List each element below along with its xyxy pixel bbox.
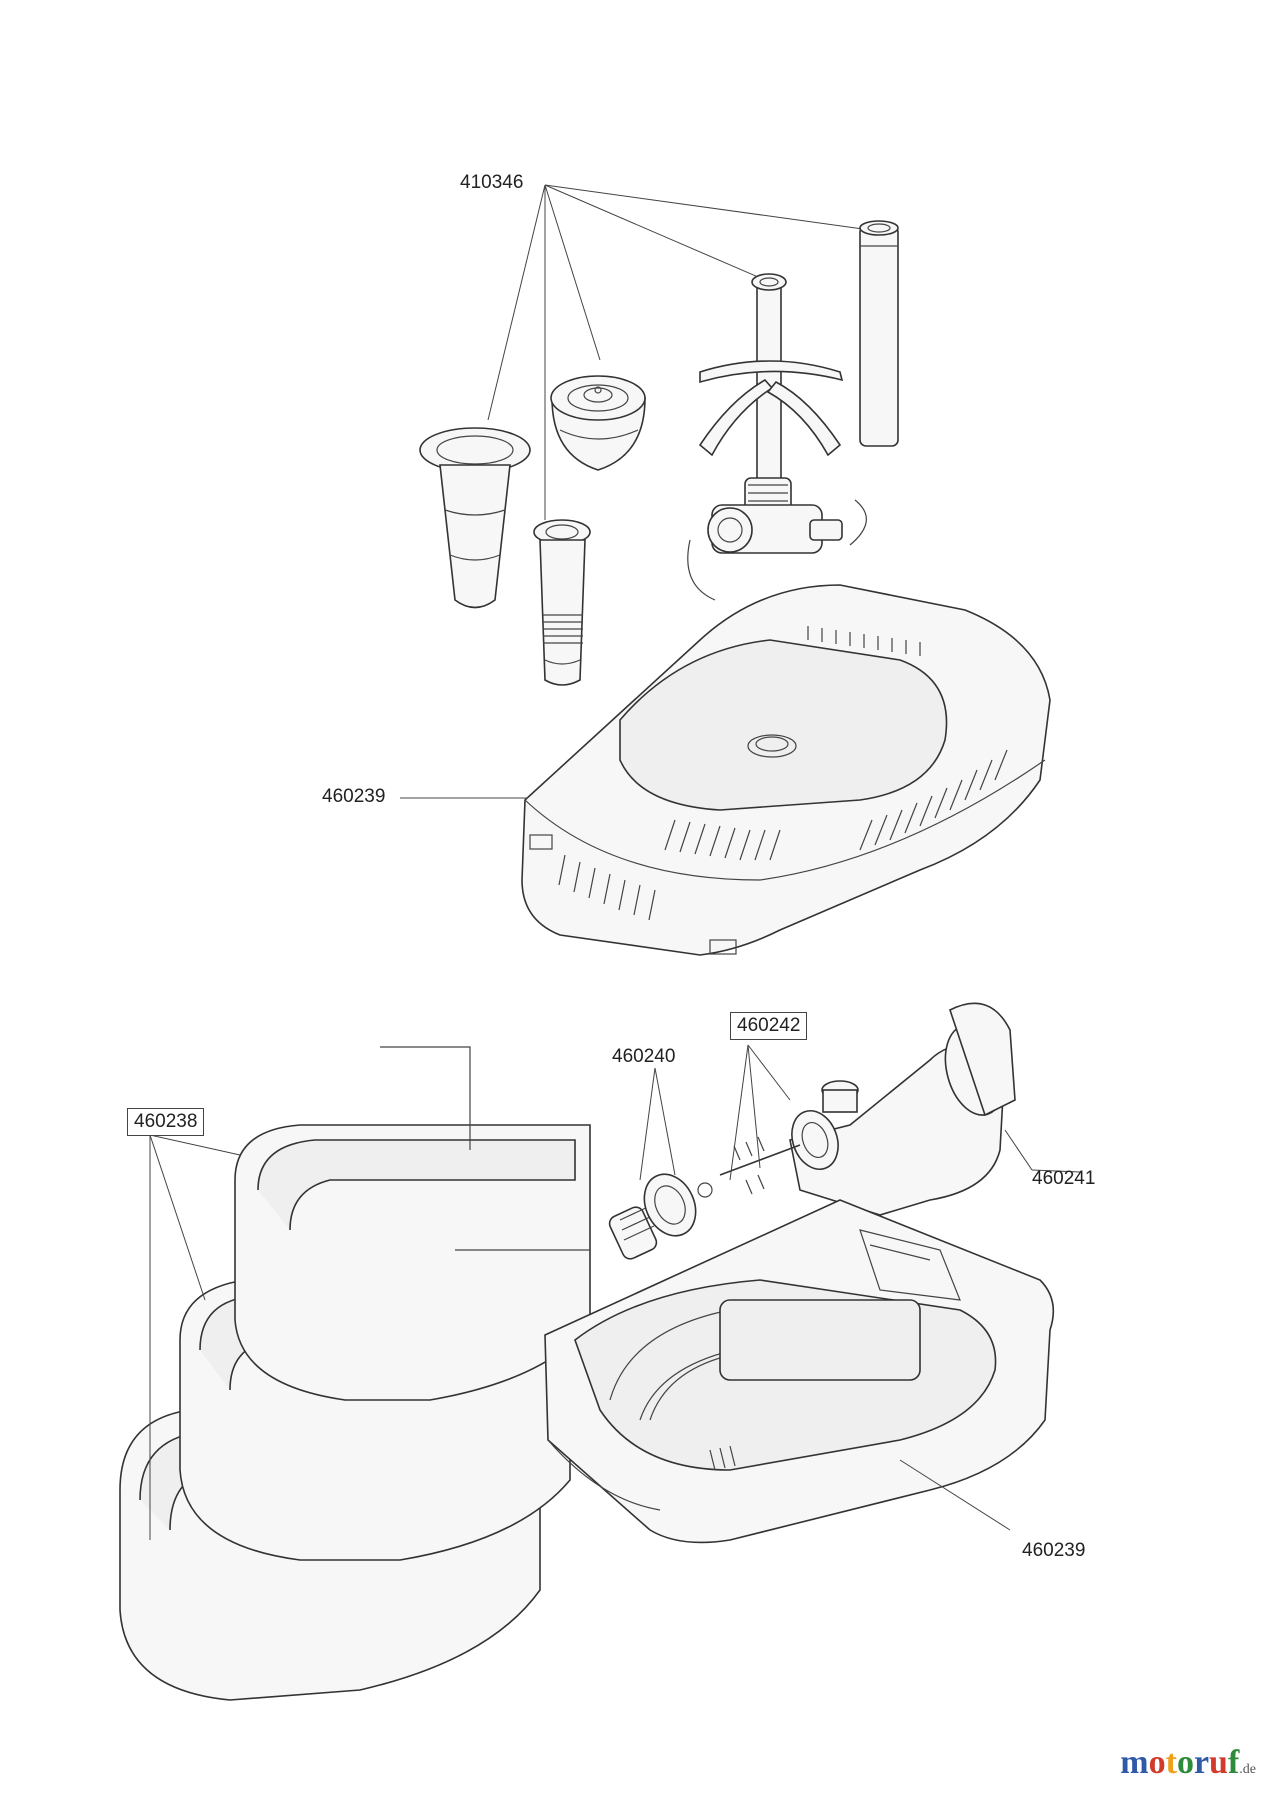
watermark-letter: f [1227,1744,1240,1781]
cascade-bowls [119,1046,591,1701]
spray-head-nozzle [550,375,646,471]
leader-lines-410346 [487,184,871,520]
pump-body [719,1002,1081,1216]
impeller-part [608,1067,713,1260]
watermark-letters: motoruf [1120,1744,1239,1781]
watermark-letter: o [1176,1744,1194,1781]
housing-bottom [544,1199,1055,1544]
watermark-letter: o [1148,1744,1166,1781]
threaded-nozzle [533,519,591,686]
label-410346: 410346 [460,172,524,193]
watermark-letter: r [1193,1744,1210,1781]
watermark-letter: t [1165,1744,1177,1781]
label-460242: 460242 [730,1012,808,1040]
extension-tube [859,220,899,447]
label-460239-bottom: 460239 [1022,1540,1086,1561]
label-460240: 460240 [612,1046,676,1067]
watermark-suffix: .de [1239,1762,1256,1777]
funnel-nozzle [419,427,531,609]
watermark-letter: u [1209,1744,1228,1781]
label-460241: 460241 [1032,1168,1096,1189]
watermark-letter: m [1120,1744,1149,1781]
watermark-logo: motoruf.de [1120,1744,1256,1782]
bell-nozzle-assembly [687,273,867,601]
housing-top [400,584,1051,956]
label-460238: 460238 [127,1108,205,1136]
label-460239-top: 460239 [322,786,386,807]
